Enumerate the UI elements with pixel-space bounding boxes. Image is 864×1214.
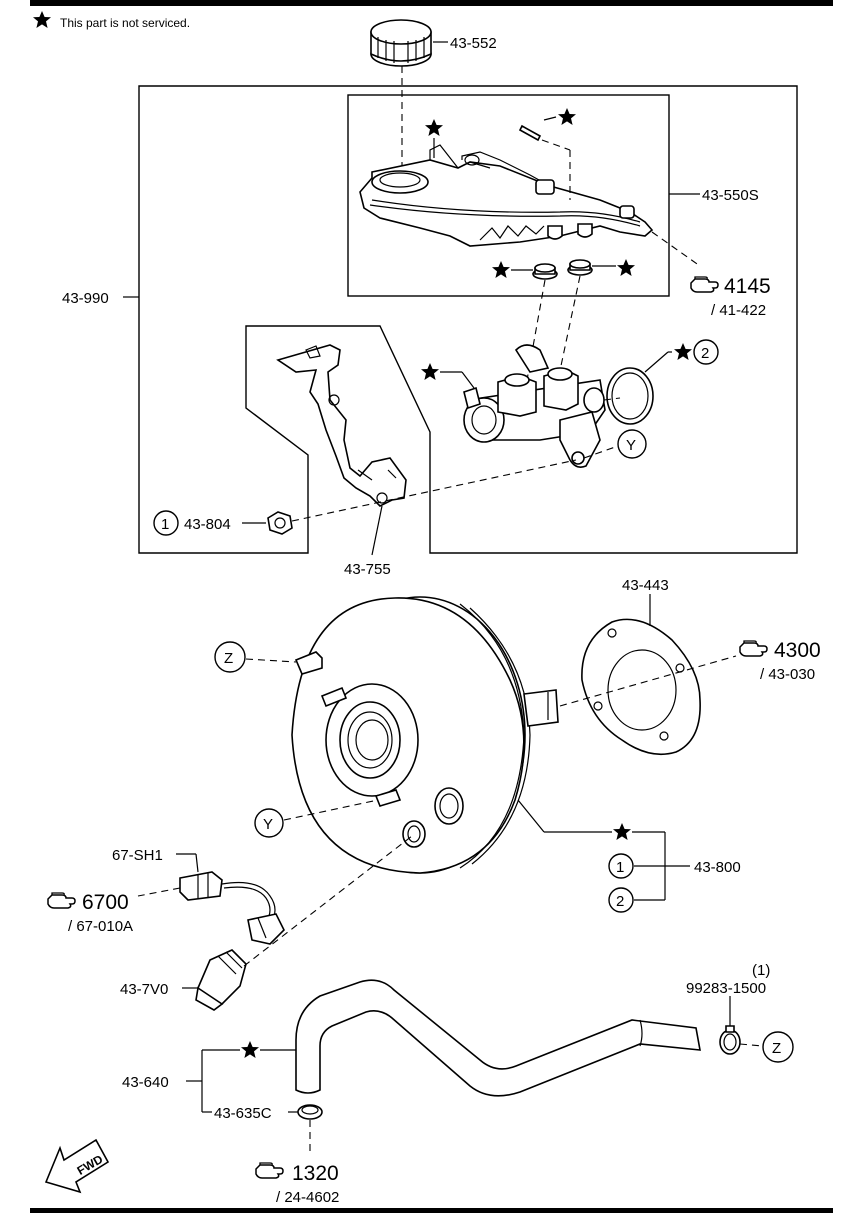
- reservoir-cap: [370, 19, 432, 67]
- ref-6700: 6700: [82, 891, 129, 914]
- reservoir-frame-43-550s: [347, 94, 670, 297]
- ref-1320: 1320: [292, 1162, 339, 1185]
- label-43-7v0: 43-7V0: [120, 981, 168, 998]
- star-icon: [425, 119, 443, 136]
- marker-y-upper: [617, 429, 647, 459]
- reservoir-pin: [518, 124, 542, 142]
- marker-2-lower: [608, 887, 634, 913]
- label-43-800: 43-800: [694, 859, 741, 876]
- label-99283-1500: 99283-1500: [686, 980, 766, 997]
- star-icon: [617, 259, 635, 276]
- marker-z-lower: [762, 1031, 794, 1063]
- star-icon: [674, 343, 692, 360]
- star-icon: [492, 261, 510, 278]
- star-icon: [558, 108, 576, 125]
- master-cylinder: [463, 344, 606, 468]
- nut-43-804: [267, 511, 293, 535]
- ref-67-010a: / 67-010A: [68, 918, 133, 935]
- marker-y-lower-label: Y: [263, 816, 273, 833]
- marker-z-lower-label: Z: [772, 1040, 781, 1057]
- marker-1-lower: [608, 853, 634, 879]
- clamp-43-635c: [297, 1104, 323, 1120]
- label-99283-qty: (1): [752, 962, 770, 979]
- star-icon: [33, 11, 51, 28]
- marker-2-lower-label: 2: [616, 893, 624, 910]
- pointing-hand-icon: [47, 892, 76, 909]
- label-43-443: 43-443: [622, 577, 669, 594]
- ref-43-030: / 43-030: [760, 666, 815, 683]
- marker-1-upper-label: 1: [161, 516, 169, 533]
- marker-2: [693, 339, 719, 365]
- star-icon: [421, 363, 439, 380]
- ref-4145: 4145: [724, 275, 771, 298]
- assembly-frame-43-990: [138, 85, 798, 554]
- bottom-rule: [30, 1208, 833, 1213]
- label-43-640: 43-640: [122, 1074, 169, 1091]
- label-43-635c: 43-635C: [214, 1105, 272, 1122]
- gasket-43-443: [581, 618, 701, 756]
- ref-41-422: / 41-422: [711, 302, 766, 319]
- legend-note: This part is not serviced.: [60, 16, 190, 30]
- grommet-right: [567, 259, 593, 276]
- marker-y-lower: [254, 808, 284, 838]
- pointing-hand-icon: [690, 276, 719, 293]
- harness-67-sh1: [179, 871, 285, 945]
- brake-booster: [291, 596, 559, 874]
- star-icon: [241, 1041, 259, 1058]
- ref-24-4602: / 24-4602: [276, 1189, 339, 1206]
- marker-z-upper: [214, 641, 246, 673]
- label-43-552: 43-552: [450, 35, 497, 52]
- sensor-43-7v0: [195, 949, 247, 1011]
- clamp-99283-1500: [719, 1025, 741, 1055]
- ref-4300: 4300: [774, 639, 821, 662]
- vacuum-hose-43-640: [295, 979, 701, 1097]
- label-67-sh1: 67-SH1: [112, 847, 163, 864]
- marker-2-label: 2: [701, 345, 709, 362]
- pointing-hand-icon: [739, 640, 768, 657]
- label-43-755: 43-755: [344, 561, 391, 578]
- marker-1-lower-label: 1: [616, 859, 624, 876]
- marker-y-upper-label: Y: [626, 437, 636, 454]
- reservoir-tank: [359, 144, 654, 247]
- fwd-arrow-icon: FWD: [44, 1138, 110, 1194]
- grommet-left: [532, 263, 558, 280]
- marker-z-upper-label: Z: [224, 650, 233, 667]
- o-ring: [606, 367, 654, 425]
- top-rule: [30, 0, 833, 6]
- label-43-990: 43-990: [62, 290, 109, 307]
- marker-1-upper: [153, 510, 179, 536]
- star-icon: [613, 823, 631, 840]
- label-43-550s: 43-550S: [702, 187, 759, 204]
- label-43-804: 43-804: [184, 516, 231, 533]
- pointing-hand-icon: [255, 1162, 284, 1179]
- bracket-43-755: [276, 344, 407, 507]
